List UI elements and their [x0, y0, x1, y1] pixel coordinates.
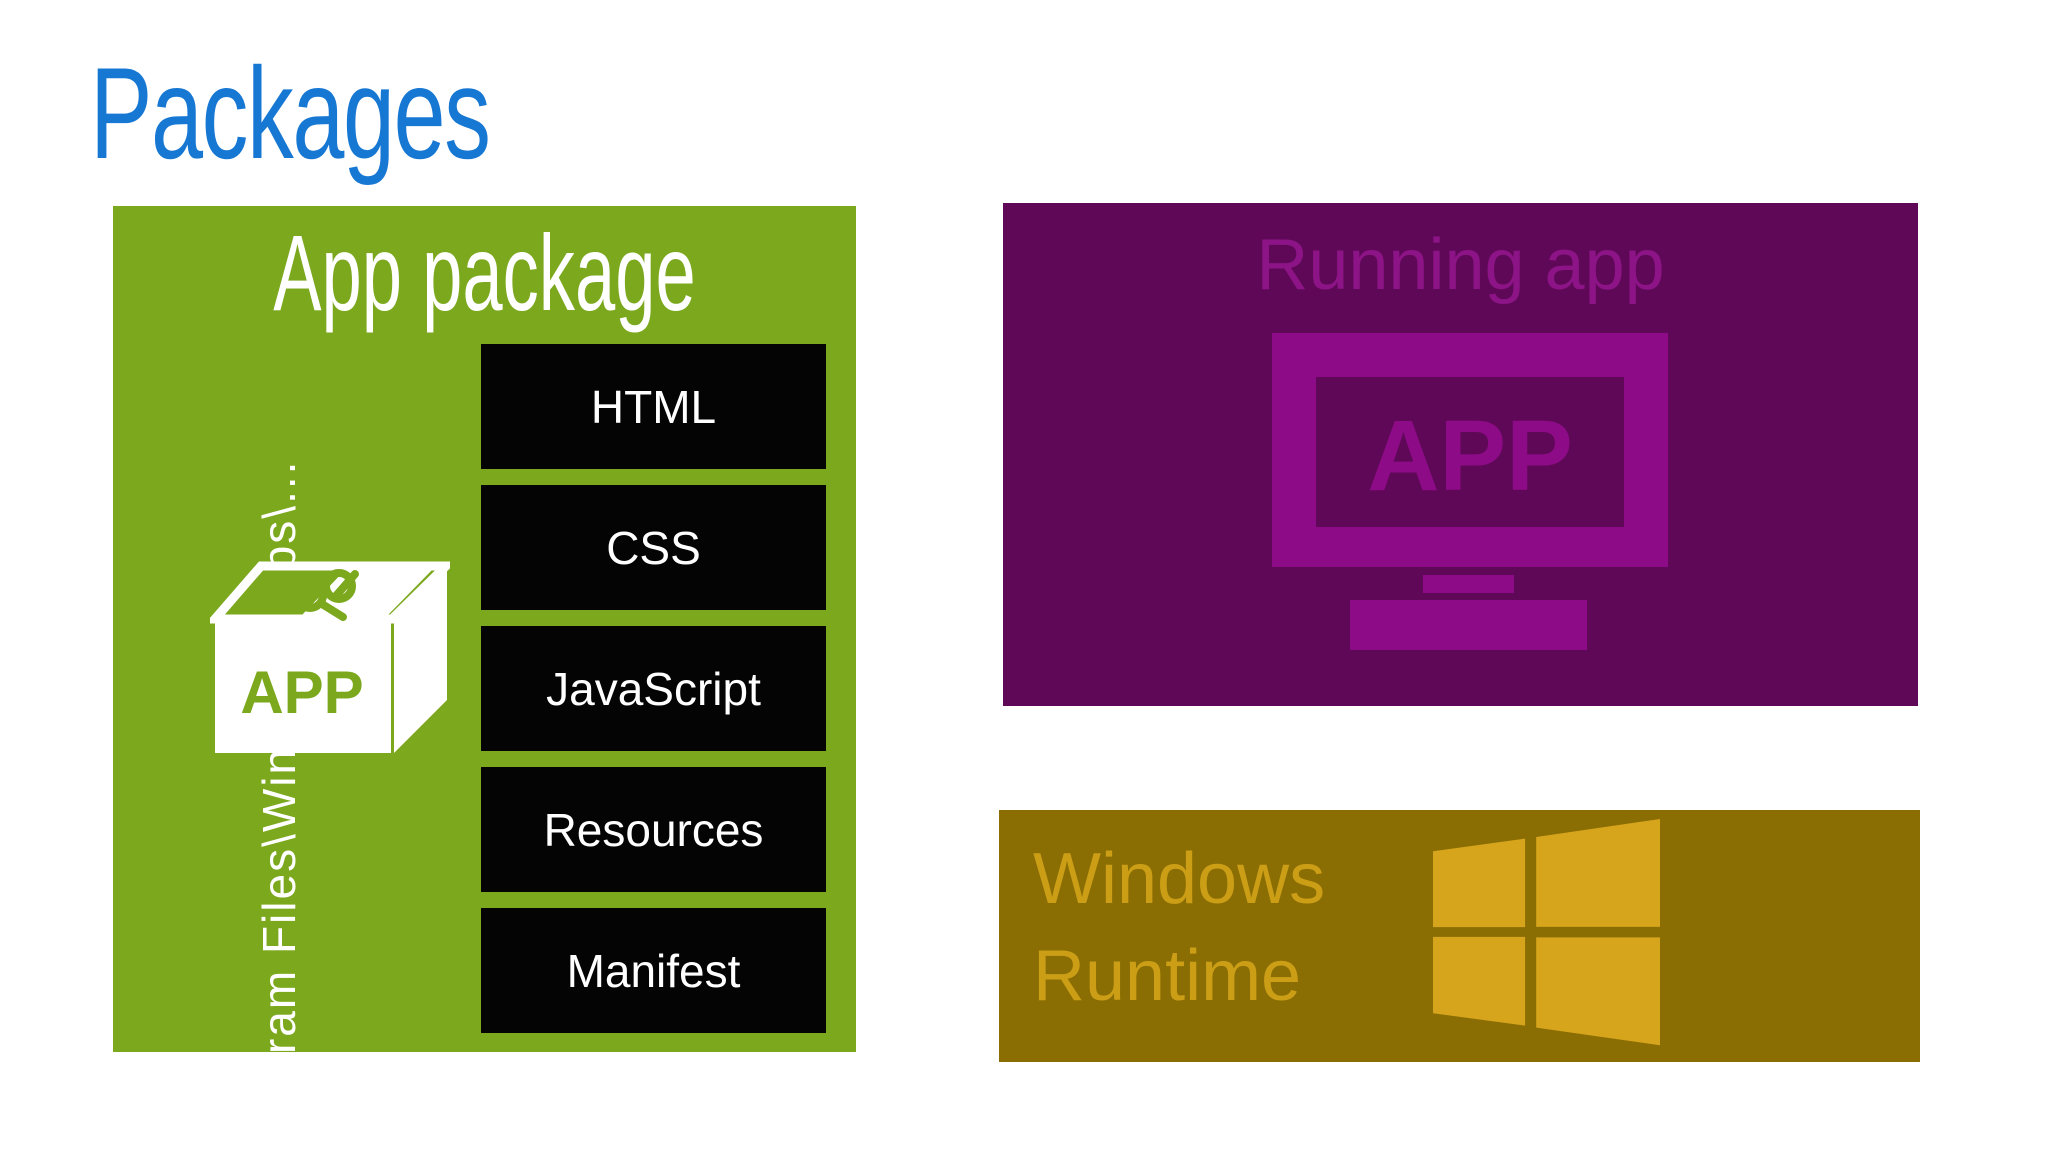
gift-box-graphic: APP — [210, 561, 450, 753]
windows-runtime-title-line2: Runtime — [1033, 936, 1302, 1016]
package-content-item-html: HTML — [481, 344, 826, 469]
monitor-icon: APP — [1262, 330, 1672, 660]
slide-title: Packages — [90, 40, 491, 186]
app-package-box-icon: APP — [210, 553, 450, 758]
box-app-label: APP — [240, 659, 363, 726]
package-content-item-javascript: JavaScript — [481, 626, 826, 751]
running-app-panel: Running app APP — [1003, 203, 1918, 706]
running-app-title: Running app — [1256, 225, 1665, 305]
package-content-item-manifest: Manifest — [481, 908, 826, 1033]
monitor-stand-neck — [1423, 575, 1514, 593]
bow-icon — [293, 569, 359, 621]
windows-runtime-panel: Windows Runtime — [999, 810, 1920, 1062]
package-contents-list: HTML CSS JavaScript Resources Manifest — [481, 344, 826, 1049]
package-content-item-css: CSS — [481, 485, 826, 610]
windows-logo-graphic — [1433, 819, 1660, 1046]
windows-logo-icon — [1433, 819, 1660, 1046]
monitor-screen — [1316, 377, 1624, 527]
windows-runtime-title: Windows Runtime — [1033, 831, 1325, 1025]
app-package-panel: App package C:\Program Files\WindowsApps… — [113, 206, 856, 1152]
package-content-item-resources: Resources — [481, 767, 826, 892]
windows-runtime-title-line1: Windows — [1033, 839, 1326, 919]
app-package-title: App package — [273, 212, 696, 333]
box-front-face — [215, 623, 391, 753]
monitor-stand-base — [1350, 600, 1587, 650]
monitor-screen-label: APP — [1367, 400, 1573, 512]
box-right-face — [394, 568, 447, 753]
box-ribbon-band — [302, 570, 432, 615]
monitor-graphic: APP — [1272, 333, 1668, 650]
